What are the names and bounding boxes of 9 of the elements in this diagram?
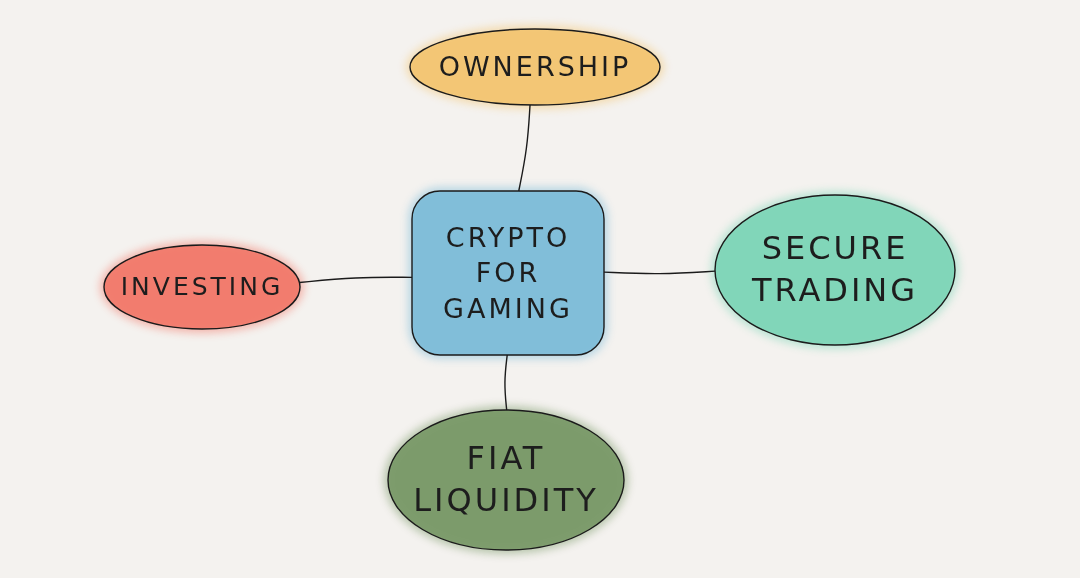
node-label: CRYPTO FOR GAMING: [442, 221, 574, 326]
connector-line: [603, 270, 716, 275]
node-label: OWNERSHIP: [437, 50, 633, 85]
node-label: FIAT LIQUIDITY: [412, 438, 600, 521]
connector-line: [504, 354, 508, 411]
node-label: SECURE TRADING: [750, 228, 920, 311]
connector-line: [518, 104, 531, 192]
connector-line: [298, 276, 413, 284]
node-label: INVESTING: [119, 270, 285, 303]
